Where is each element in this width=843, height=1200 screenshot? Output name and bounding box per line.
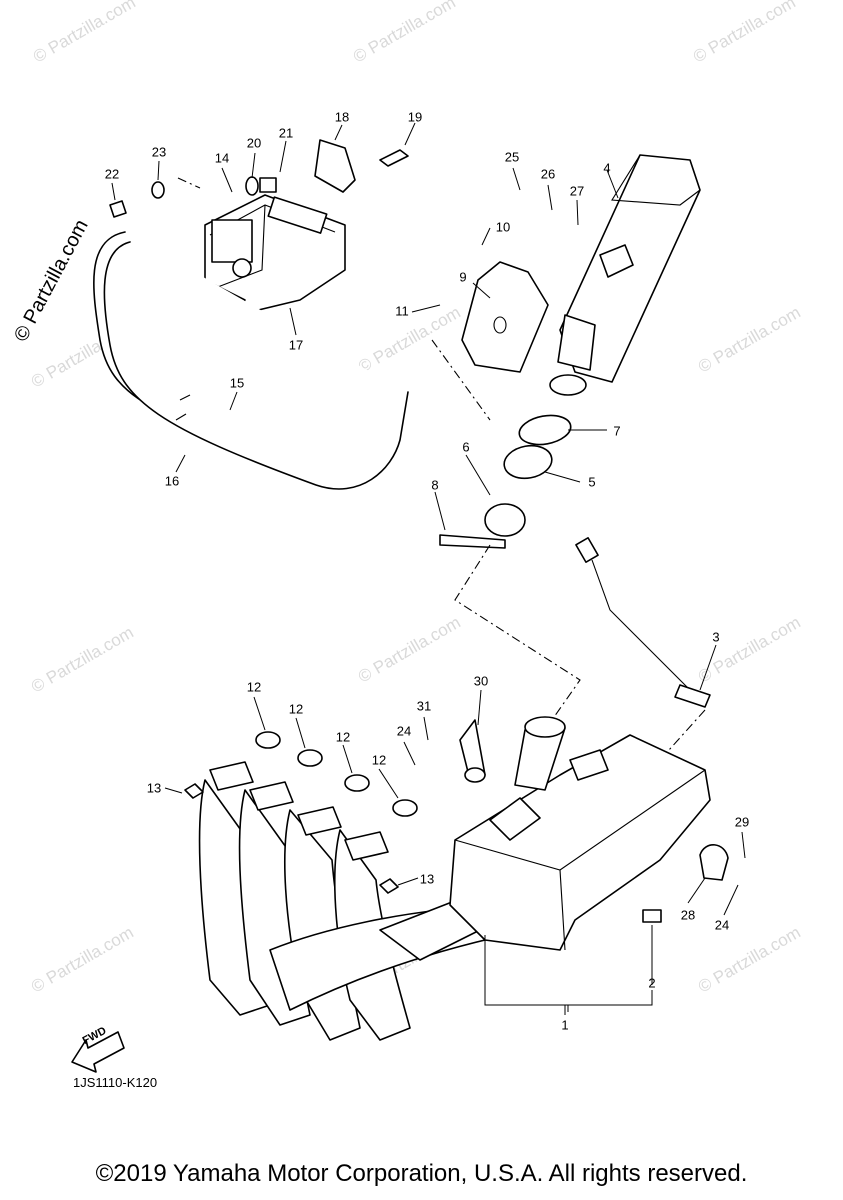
callout-number: 29	[734, 814, 750, 830]
diagram-code: 1JS1110-K120	[73, 1075, 158, 1090]
small-parts-top-left	[109, 139, 409, 218]
callout-number: 22	[104, 166, 120, 182]
callout-number: 24	[714, 917, 730, 933]
callout-number: 1	[561, 1017, 569, 1033]
callout-number: 12	[288, 701, 304, 717]
callout-number: 2	[648, 975, 656, 991]
callout-number: 5	[588, 474, 596, 490]
muffler-cover-9	[461, 261, 549, 373]
callout-number: 16	[164, 473, 180, 489]
callout-number: 17	[288, 337, 304, 353]
callout-number: 13	[419, 871, 435, 887]
callout-number: 15	[229, 375, 245, 391]
callout-number: 23	[151, 144, 167, 160]
callout-number: 31	[416, 698, 432, 714]
callout-number: 13	[146, 780, 162, 796]
o2-sensor-3	[575, 537, 711, 708]
callout-number: 18	[334, 109, 350, 125]
callout-number: 25	[504, 149, 520, 165]
callout-number: 24	[396, 723, 412, 739]
callout-number: 12	[246, 679, 262, 695]
callout-number: 3	[712, 629, 720, 645]
callout-number: 4	[603, 160, 611, 176]
callout-number: 7	[613, 423, 621, 439]
gaskets-clamps-5-6-7	[439, 414, 572, 549]
callout-number: 12	[371, 752, 387, 768]
throttle-cables-15-16	[93, 231, 409, 490]
muffler-4	[549, 154, 701, 396]
callout-number: 28	[680, 907, 696, 923]
callout-number: 14	[214, 150, 230, 166]
leader-lines	[111, 122, 746, 1012]
callout-number: 12	[335, 729, 351, 745]
copyright-notice: ©2019 Yamaha Motor Corporation, U.S.A. A…	[95, 1160, 748, 1187]
callout-number: 20	[246, 135, 262, 151]
callout-number: 10	[495, 219, 511, 235]
exhaust-header-pipes	[198, 761, 531, 1041]
callout-number: 21	[278, 125, 294, 141]
fwd-arrow	[71, 1031, 125, 1073]
callout-number: 27	[569, 183, 585, 199]
callout-number: 19	[407, 109, 423, 125]
callout-number: 9	[459, 269, 467, 285]
small-parts-lower	[184, 719, 729, 923]
callout-number: 6	[462, 439, 470, 455]
silencer-body-1	[449, 716, 711, 951]
bracket-assembly-17	[204, 194, 346, 313]
callout-number: 8	[431, 477, 439, 493]
callout-number: 26	[540, 166, 556, 182]
callout-number: 11	[395, 303, 409, 319]
callout-number: 30	[473, 673, 489, 689]
